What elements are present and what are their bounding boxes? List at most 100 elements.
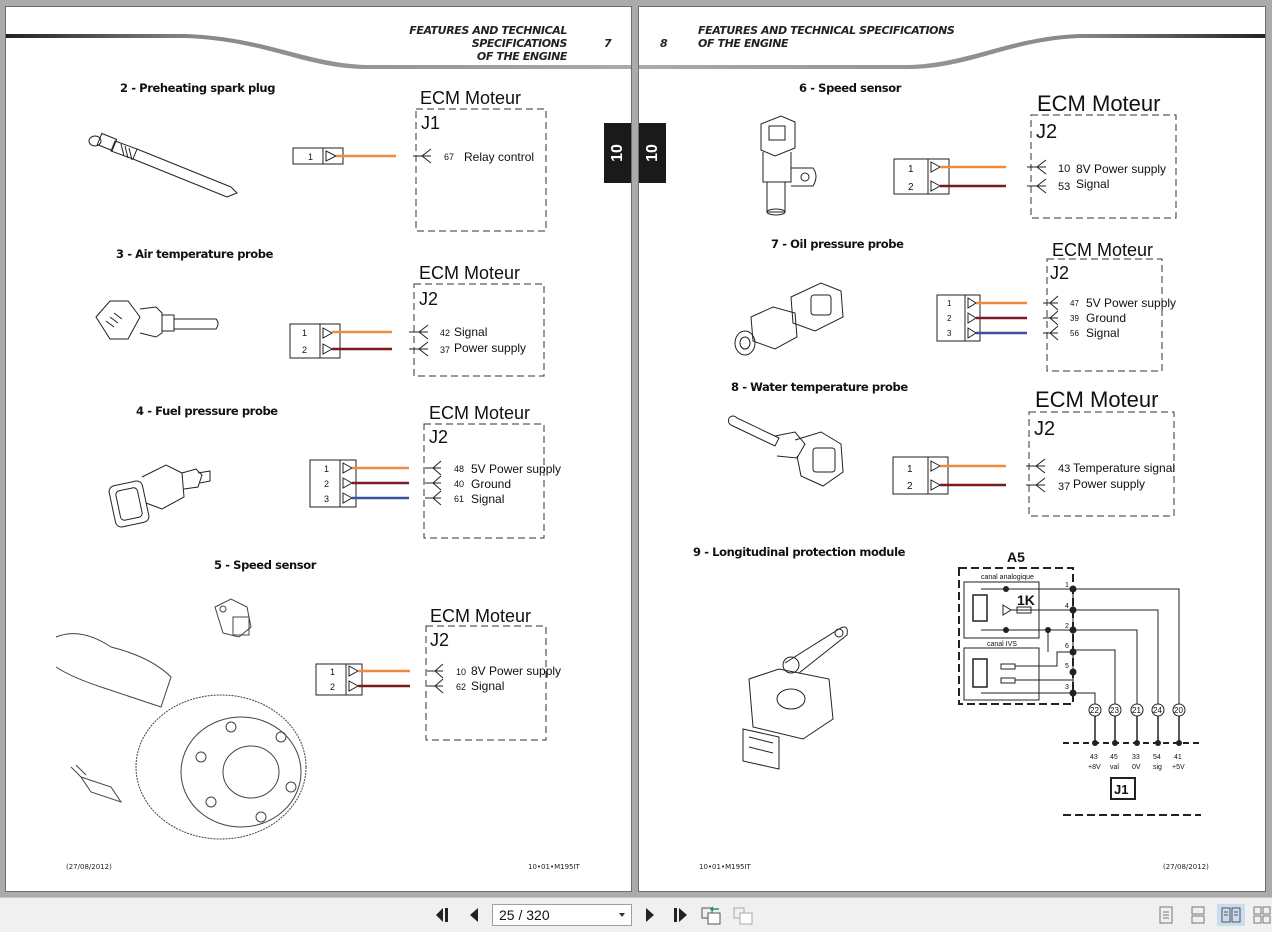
section-title: 5 - Speed sensor: [214, 558, 316, 572]
pin-number: 1: [947, 299, 952, 308]
pin-number: 2: [324, 479, 329, 489]
ecm-pin: 62: [456, 682, 466, 692]
single-page-view-button[interactable]: [1154, 904, 1178, 926]
pin-number: 2: [907, 481, 913, 492]
air-temp-probe-illustration: [95, 300, 219, 340]
j1-pin: 54: [1153, 754, 1161, 761]
two-page-view-button[interactable]: [1217, 904, 1245, 926]
pin-number: 2: [330, 682, 335, 692]
speed-sensor-flywheel-illustration: [55, 598, 307, 840]
section-title: 6 - Speed sensor: [799, 81, 901, 95]
footer-ref: 10•01•M195IT: [528, 863, 580, 871]
protection-module-illustration: [742, 626, 848, 770]
internal-pin-labels: 1 4 2 6 5 3: [1065, 582, 1069, 691]
canal-ivs-label: canal IVS: [987, 641, 1017, 648]
pin-number: 2: [908, 182, 914, 193]
ivs-channel-box: [963, 647, 1040, 701]
first-page-icon: [436, 908, 448, 922]
internal-pin: 1: [1065, 582, 1069, 589]
header-title: FEATURES AND TECHNICAL SPECIFICATIONS OF…: [698, 24, 955, 50]
pin-number: 1: [907, 464, 913, 475]
left-page: FEATURES AND TECHNICAL SPECIFICATIONS OF…: [5, 6, 632, 892]
next-page-icon: [646, 908, 654, 922]
chapter-tab: 10: [639, 123, 666, 183]
page-number: 7: [604, 37, 612, 50]
internal-pin: 2: [1065, 623, 1069, 630]
pin-number: 1: [330, 667, 335, 677]
header-line-1: FEATURES AND TECHNICAL SPECIFICATIONS: [409, 24, 567, 50]
footer-date: (27/08/2012): [66, 863, 112, 871]
module-label: A5: [1007, 549, 1025, 565]
next-view-button[interactable]: [732, 904, 756, 926]
pin-row: 2 62 Signal: [330, 678, 504, 694]
section-title: 7 - Oil pressure probe: [771, 237, 904, 251]
wiring-diagram: ECM Moteur J2 1 42 Signal 2 37 Power sup…: [289, 263, 545, 377]
page-display: 25 / 320: [499, 907, 550, 923]
j1-pin: 33: [1132, 754, 1140, 761]
single-page-icon: [1159, 906, 1173, 924]
header-line-2: OF THE ENGINE: [698, 37, 789, 50]
ecm-pin: 47: [1070, 299, 1079, 308]
ecm-pin: 53: [1058, 181, 1070, 193]
j1-pin: 41: [1174, 754, 1182, 761]
wiring-diagram: ECM Moteur J2 1 48 5V Power supply 2 40 …: [309, 403, 561, 539]
internal-pin: 5: [1065, 663, 1069, 670]
previous-page-button[interactable]: [462, 904, 486, 926]
connector-block: [893, 158, 950, 195]
pin-function: Power supply: [1073, 477, 1145, 491]
pin-function: Signal: [1086, 326, 1119, 340]
header-line-2: OF THE ENGINE: [476, 50, 568, 63]
previous-page-icon: [470, 908, 478, 922]
ecm-pin: 37: [440, 345, 450, 355]
pin-row: 2 39 Ground: [947, 310, 1126, 326]
pin-function: Temperature signal: [1073, 461, 1175, 475]
ecm-pin: 10: [1058, 163, 1070, 175]
two-page-continuous-view-button[interactable]: [1252, 904, 1272, 926]
j1-pin: 43: [1090, 754, 1098, 761]
connector-block: [892, 456, 949, 495]
ecm-pin: 39: [1070, 314, 1079, 323]
ecm-label: ECM Moteur: [429, 403, 530, 423]
chevron-down-icon: [619, 913, 625, 917]
canal-analog-label: canal analogique: [981, 574, 1034, 581]
pin-function: 5V Power supply: [471, 462, 561, 476]
continuous-view-button[interactable]: [1186, 904, 1210, 926]
pin-function: 8V Power supply: [1076, 162, 1166, 176]
pin-number: 1: [302, 328, 307, 338]
next-page-button[interactable]: [638, 904, 662, 926]
pin-number: 1: [324, 464, 329, 474]
last-page-button[interactable]: [668, 904, 692, 926]
ecm-pin: 40: [454, 479, 464, 489]
pin-number: 2: [302, 345, 307, 355]
water-temp-probe-illustration: [728, 415, 844, 487]
header-line-1: FEATURES AND TECHNICAL SPECIFICATIONS: [698, 24, 955, 37]
section-title: 2 - Preheating spark plug: [120, 81, 276, 95]
connector-label: J2: [1034, 418, 1055, 440]
ecm-label: ECM Moteur: [1052, 240, 1153, 260]
previous-view-icon: [701, 906, 721, 925]
section-title: 9 - Longitudinal protection module: [693, 545, 906, 559]
module-wiring-diagram: A5 canal analogique 1K canal IVS 1: [958, 549, 1201, 816]
ecm-label: ECM Moteur: [420, 89, 521, 108]
viewer-toolbar: 25 / 320: [0, 897, 1272, 932]
connector-label: J2: [430, 630, 449, 650]
continuous-page-icon: [1191, 906, 1205, 924]
ecm-pin: 61: [454, 494, 464, 504]
previous-view-button[interactable]: [700, 904, 724, 926]
next-view-icon: [733, 907, 753, 925]
connector-label: J2: [419, 289, 438, 309]
first-page-button[interactable]: [432, 904, 456, 926]
connector-block: [289, 323, 341, 359]
connector-label: J2: [429, 427, 448, 447]
pin-function: Relay control: [464, 150, 534, 164]
pin-function: Signal: [471, 679, 504, 693]
pin-function: Ground: [1086, 311, 1126, 325]
internal-pin: 4: [1065, 603, 1069, 610]
pin-number: 2: [947, 314, 952, 323]
pin-function: 8V Power supply: [471, 664, 561, 678]
j1-label: J1: [1114, 782, 1128, 797]
pin-function: Power supply: [454, 341, 526, 355]
page-number-select[interactable]: 25 / 320: [492, 904, 632, 926]
right-page: 8 FEATURES AND TECHNICAL SPECIFICATIONS …: [638, 6, 1266, 892]
pin-row: 3 56 Signal: [947, 325, 1119, 341]
